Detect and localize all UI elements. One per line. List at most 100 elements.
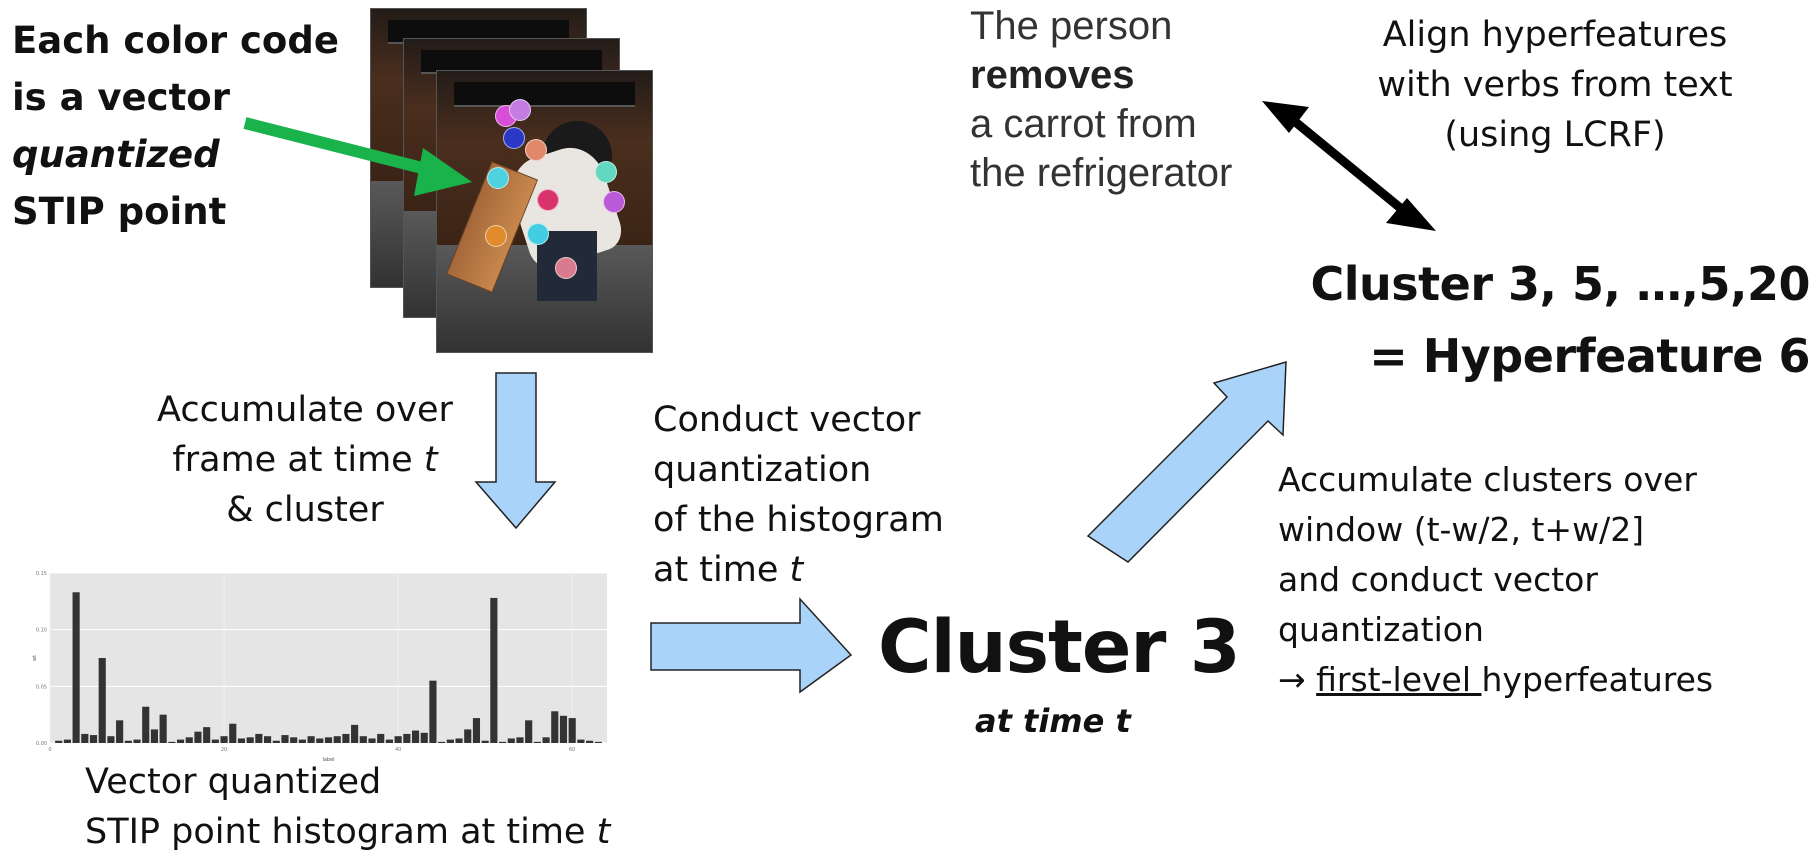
histogram-bar <box>324 737 333 743</box>
window-line2: window (t-w/2, t+w/2] <box>1278 510 1645 549</box>
stip-dot <box>487 167 509 189</box>
histogram-bar <box>568 718 576 743</box>
histogram-bar <box>403 733 411 743</box>
color-code-note-line3: quantized <box>12 133 220 176</box>
histogram-caption-line2: STIP point histogram at time t <box>85 812 611 852</box>
histogram-bar <box>124 740 132 743</box>
histogram-bar <box>237 738 246 743</box>
y-tick-label: 0.00 <box>36 741 47 747</box>
accumulate-frame-note: Accumulate over frame at time t & cluste… <box>140 385 470 535</box>
vq-line3: of the histogram <box>653 500 944 540</box>
histogram-bar <box>246 737 254 743</box>
green-pointer-arrow-icon <box>414 148 472 196</box>
block-right-arrow-icon <box>650 597 853 694</box>
histogram-bar <box>298 739 306 743</box>
histogram-bar <box>290 737 298 743</box>
x-axis-label: label <box>322 757 334 763</box>
hyperfeature-label: = Hyperfeature 6 <box>1369 329 1810 383</box>
histogram-bar <box>446 739 454 743</box>
accumulate-frame-line3: & cluster <box>226 490 384 530</box>
histogram-bar <box>533 741 541 743</box>
histogram-bar <box>394 736 402 743</box>
video-frame-front <box>436 70 653 353</box>
vq-line1: Conduct vector <box>653 400 921 440</box>
color-code-note: Each color code is a vector quantized ST… <box>12 12 339 240</box>
histogram-bar <box>342 733 350 743</box>
color-code-note-line2: is a vector <box>12 76 230 119</box>
histogram-bar <box>551 711 559 743</box>
histogram-bar <box>255 733 263 743</box>
histogram-bar <box>577 739 585 743</box>
cluster-sequence-line1: Cluster 3, 5, …,5,20 <box>1310 257 1810 311</box>
histogram-bar <box>333 736 341 743</box>
stip-dot <box>509 99 531 121</box>
vector-quantization-note: Conduct vector quantization of the histo… <box>653 395 944 595</box>
histogram-bar <box>411 730 420 743</box>
histogram-bar <box>142 706 150 743</box>
text-sentence: The person removes a carrot from the ref… <box>970 2 1232 198</box>
histogram-bar <box>559 715 568 743</box>
histogram-bar <box>107 736 115 743</box>
histogram-bar <box>116 720 124 743</box>
histogram-bar <box>516 737 524 743</box>
stacked-video-frames-icon <box>370 8 660 353</box>
cluster-time-label: at time t <box>975 702 1131 740</box>
align-line1: Align hyperfeatures <box>1382 15 1728 55</box>
histogram-bar <box>438 741 446 743</box>
double-arrow-shaft <box>1290 116 1407 215</box>
sentence-line3: a carrot from <box>970 102 1197 146</box>
histogram-bar <box>481 740 489 743</box>
stip-dot <box>595 161 617 183</box>
histogram-bar <box>98 658 106 743</box>
histogram-bar <box>307 736 315 743</box>
double-arrow-head-start-icon <box>1262 101 1309 133</box>
histogram-bar <box>63 739 71 743</box>
histogram-bar <box>159 714 167 743</box>
color-code-note-line1: Each color code <box>12 19 339 62</box>
window-line4: quantization <box>1278 610 1484 649</box>
window-line1: Accumulate clusters over <box>1278 460 1697 499</box>
stip-dot <box>603 191 625 213</box>
histogram-bar <box>168 741 176 743</box>
cluster-sequence: Cluster 3, 5, …,5,20 = Hyperfeature 6 <box>1300 248 1810 392</box>
plot-background <box>50 573 607 743</box>
histogram-bar <box>55 740 63 743</box>
histogram-bar <box>525 720 533 743</box>
y-tick-label: 0.05 <box>36 684 47 690</box>
histogram-bar <box>264 736 272 743</box>
sentence-line2: removes <box>970 53 1135 97</box>
y-axis-label: wt <box>32 655 38 661</box>
histogram-bar <box>464 729 472 743</box>
vq-line2: quantization <box>653 450 872 490</box>
histogram-bar <box>429 680 437 743</box>
histogram-bar <box>185 737 193 743</box>
stip-dot <box>485 225 507 247</box>
stip-dot <box>537 189 559 211</box>
histogram-bar <box>72 592 80 743</box>
y-tick-label: 0.10 <box>36 628 47 634</box>
window-accumulate-note: Accumulate clusters over window (t-w/2, … <box>1278 455 1713 705</box>
histogram-bar <box>150 729 159 743</box>
double-arrow-head-end-icon <box>1386 198 1436 231</box>
histogram-bar <box>498 741 507 743</box>
stip-dot <box>555 257 577 279</box>
y-tick-label: 0.15 <box>36 571 47 577</box>
histogram-bar <box>351 724 359 743</box>
block-down-arrow-icon <box>474 372 557 530</box>
align-hyperfeatures-note: Align hyperfeatures with verbs from text… <box>1320 10 1790 160</box>
vq-line4: at time t <box>653 550 804 590</box>
histogram-bar <box>211 739 219 743</box>
stip-dot <box>527 223 549 245</box>
histogram-bar <box>220 736 228 743</box>
accumulate-frame-line2: frame at time t <box>172 440 438 480</box>
histogram-bar <box>229 723 237 743</box>
color-code-note-line4: STIP point <box>12 190 227 233</box>
histogram-bar <box>385 739 393 743</box>
histogram-bar <box>586 740 594 743</box>
histogram-bar <box>542 737 550 743</box>
histogram-bar <box>507 738 515 743</box>
histogram-bar <box>133 739 141 743</box>
stip-dot <box>525 139 547 161</box>
